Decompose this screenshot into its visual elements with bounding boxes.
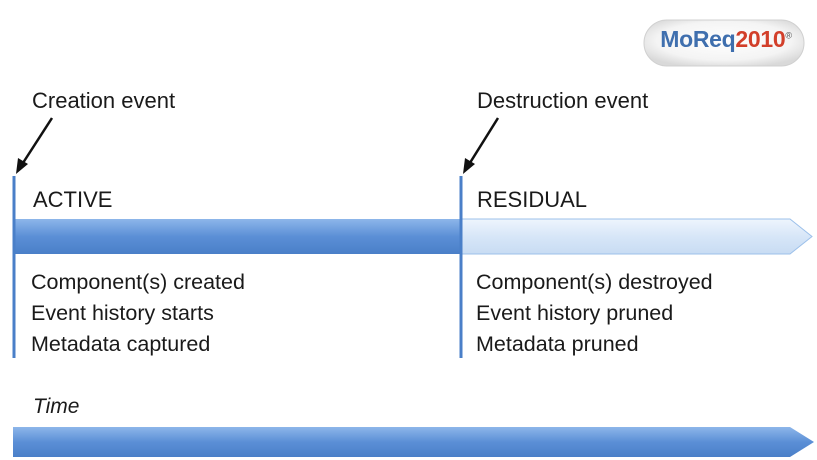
list-item: Metadata pruned xyxy=(476,332,639,356)
list-item: Event history pruned xyxy=(476,301,674,325)
list-item: Event history starts xyxy=(31,301,214,325)
destruction-event-label: Destruction event xyxy=(477,88,649,113)
logo-wordmark: MoReq2010® xyxy=(660,26,792,52)
residual-phase-bar xyxy=(459,218,813,255)
phase-label-active: ACTIVE xyxy=(33,187,113,212)
residual-phase-items: Component(s) destroyed Event history pru… xyxy=(476,267,713,360)
active-phase-bar xyxy=(13,219,462,254)
time-axis-arrow xyxy=(13,427,814,457)
destruction-pointer-arrow xyxy=(463,117,500,174)
moreq2010-logo: MoReq2010® xyxy=(640,14,812,72)
active-phase-items: Component(s) created Event history start… xyxy=(31,267,245,360)
phase-label-residual: RESIDUAL xyxy=(477,187,588,212)
list-item: Component(s) destroyed xyxy=(476,270,713,294)
list-item: Component(s) created xyxy=(31,270,245,294)
creation-pointer-arrow xyxy=(16,117,54,174)
creation-event-label: Creation event xyxy=(32,88,176,113)
list-item: Metadata captured xyxy=(31,332,211,356)
time-axis-label: Time xyxy=(33,395,80,418)
